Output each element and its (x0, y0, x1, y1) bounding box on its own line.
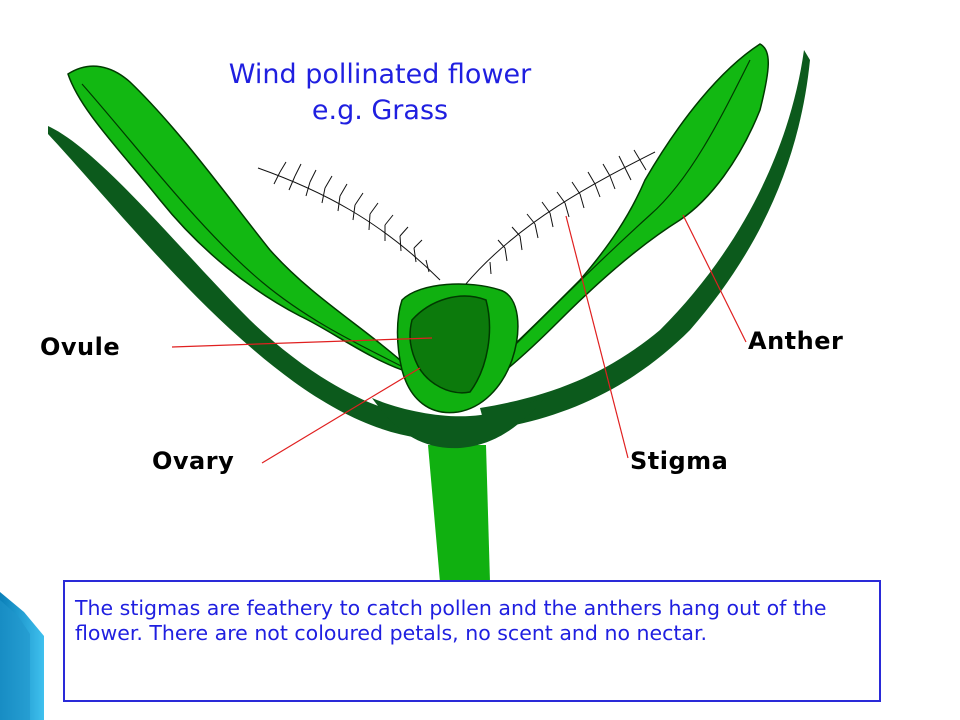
right-filament-line (469, 59, 751, 391)
label-stigma: Stigma (630, 447, 729, 475)
ovule-leader (171, 337, 433, 348)
diagram-subtitle: e.g. Grass (311, 95, 449, 126)
left-outer-bract (48, 126, 420, 438)
label-anther: Anther (748, 327, 844, 355)
anther-leader (682, 214, 747, 343)
ovule (409, 295, 491, 394)
label-ovary: Ovary (152, 447, 235, 475)
label-ovule: Ovule (40, 333, 121, 361)
right-stigma-feather (464, 149, 656, 286)
right-outer-bract (480, 50, 810, 430)
diagram-title: Wind pollinated flower (228, 59, 532, 90)
stem (428, 445, 490, 582)
caption-text: The stigmas are feathery to catch pollen… (75, 596, 827, 645)
left-stigma-feather (257, 161, 441, 281)
stigma-leader (565, 215, 629, 459)
leader-lines (171, 214, 747, 464)
flower-base (372, 398, 545, 449)
left-filament-line (81, 83, 406, 369)
caption-box: The stigmas are feathery to catch pollen… (63, 580, 881, 702)
ovary-leader (261, 367, 421, 464)
